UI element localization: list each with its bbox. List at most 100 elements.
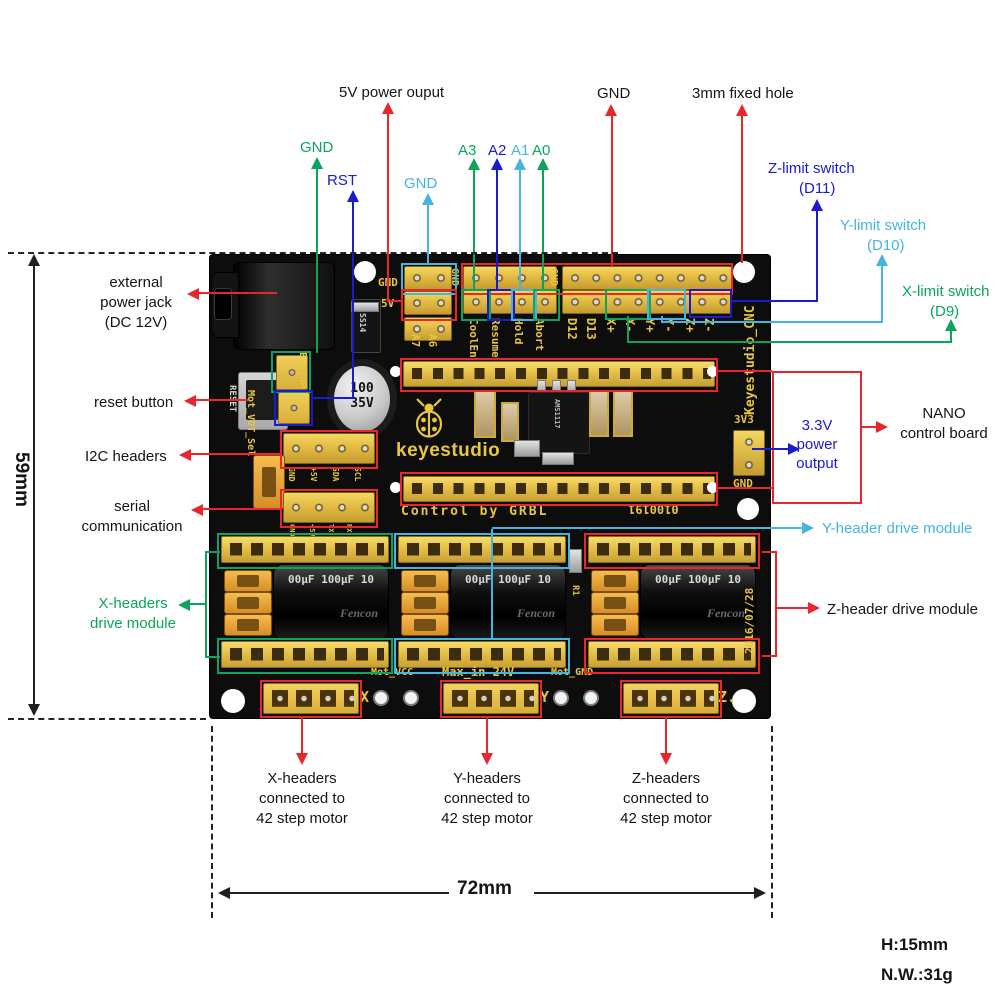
chip-tab [542, 452, 574, 465]
label-gnd-top: GND [597, 85, 631, 102]
silk-i2c-gnd: GND [287, 467, 296, 482]
label-line: power jack [100, 294, 172, 311]
screw-hole [354, 261, 376, 283]
callout-line [352, 202, 354, 399]
via-hole [707, 482, 718, 493]
silk-y: Y [540, 688, 550, 706]
silk-mot-gnd: Mot_GND [551, 667, 594, 678]
mot-gnd-hole [553, 690, 569, 706]
bracket-line [762, 655, 775, 657]
dimension-dashed-line [771, 726, 773, 918]
x-motor-header-box [260, 680, 362, 718]
label-line: external [109, 274, 163, 291]
label-3v3-1: 3.3V [801, 417, 833, 434]
3v3-output-box: 3.3V power output [772, 371, 862, 504]
label-line: serial [114, 498, 150, 515]
hold-pin-box [511, 289, 537, 321]
silk-logo: keyestudio [396, 440, 501, 461]
label-a3: A3 [458, 142, 477, 159]
5v-header-box [401, 289, 457, 321]
via-hole [390, 482, 401, 493]
silk-a7: A7 [409, 334, 422, 348]
dc-power-jack [233, 262, 335, 350]
bracket-line [205, 551, 207, 658]
silk-d12: D12 [565, 318, 579, 340]
label-y-motor-headers: Y-headers connected to 42 step motor [417, 769, 557, 829]
bracket-line [762, 551, 775, 553]
silk-x: X [360, 688, 370, 706]
silk-serial-tx: TX [327, 524, 335, 533]
label-gnd-cyan: GND [404, 175, 438, 192]
screw-hole-3mm [733, 261, 755, 283]
x-motor-header [263, 683, 359, 714]
gnd-row-box [461, 263, 733, 295]
z-microstep-jumper [591, 614, 639, 636]
callout-line [542, 170, 544, 291]
z-limit-pins-box [689, 289, 732, 318]
arrow-up-icon [468, 158, 480, 170]
callout-line [203, 508, 281, 510]
silk-gnd-v: GND [548, 268, 559, 287]
arrow-left-icon [179, 449, 191, 461]
resistor-r1 [569, 549, 582, 573]
silk-estop: E_STOP [297, 352, 308, 389]
label-x-drive-module: X-headers drive module [63, 594, 203, 634]
dimension-59mm: 59mm [11, 452, 32, 507]
serial-header-box [280, 489, 378, 528]
smd-capacitor [501, 402, 519, 442]
label-line: connected to [444, 790, 530, 807]
arrow-up-icon [605, 104, 617, 116]
keyestudio-ladybug-icon [415, 398, 443, 438]
label-nano-control-board: NANO control board [879, 404, 1000, 444]
callout-line [718, 487, 772, 489]
nano-socket-box [400, 472, 718, 506]
arrow-down-icon [481, 753, 493, 765]
label-line: control board [900, 425, 988, 442]
silk-cap-value: 100 [350, 381, 374, 396]
z-motor-header-box [620, 680, 722, 718]
y-driver-socket-row [398, 641, 566, 668]
arrow-down-icon [296, 753, 308, 765]
silk-r1: R1 [570, 585, 580, 596]
x-module-box [217, 638, 393, 674]
callout-line [519, 170, 521, 291]
label-line: drive module [90, 615, 176, 632]
arrow-up-icon [811, 199, 823, 211]
label-line: connected to [259, 790, 345, 807]
arrow-up-icon [491, 158, 503, 170]
z-motor-header [623, 683, 719, 714]
arrow-up-icon [945, 319, 957, 331]
silk-grbl: Control by GRBL [401, 504, 549, 519]
dimension-arrow-up-icon [28, 254, 40, 266]
silk-mot-vot-sel: Mot_VOT_Sel [245, 390, 256, 457]
arrow-up-icon [537, 158, 549, 170]
label-x-motor-headers: X-headers connected to 42 step motor [232, 769, 372, 829]
smd-capacitor [474, 390, 496, 438]
silk-a6: A6 [426, 334, 439, 348]
spec-net-weight: N.W.:31g [881, 965, 953, 984]
callout-line [741, 116, 743, 263]
label-x-limit: X-limit switch [902, 283, 990, 300]
arrow-up-icon [422, 193, 434, 205]
label-line: 42 step motor [441, 810, 533, 827]
diode-band [351, 302, 379, 312]
silk-x-plus: X+ [604, 318, 618, 333]
cap-value-text: 00μF 100μF 10 [654, 573, 742, 586]
smd-capacitor [589, 390, 609, 437]
silk-z: Z. [718, 688, 737, 706]
label-y-limit: Y-limit switch [840, 217, 927, 234]
label-y-drive-module: Y-header drive module [822, 520, 973, 537]
callout-line [427, 205, 429, 265]
x-microstep-jumper [224, 614, 272, 636]
smd-component [514, 440, 540, 457]
silk-serial-5v: +5V [308, 524, 316, 537]
callout-line [777, 607, 808, 609]
callout-line [730, 300, 818, 302]
label-z-limit: Z-limit switch [768, 160, 855, 177]
callout-line [627, 341, 952, 343]
label-line: 42 step motor [620, 810, 712, 827]
silk-hold: Hold [512, 318, 525, 345]
y-microstep-jumper [401, 614, 449, 636]
dimension-line [534, 892, 755, 894]
